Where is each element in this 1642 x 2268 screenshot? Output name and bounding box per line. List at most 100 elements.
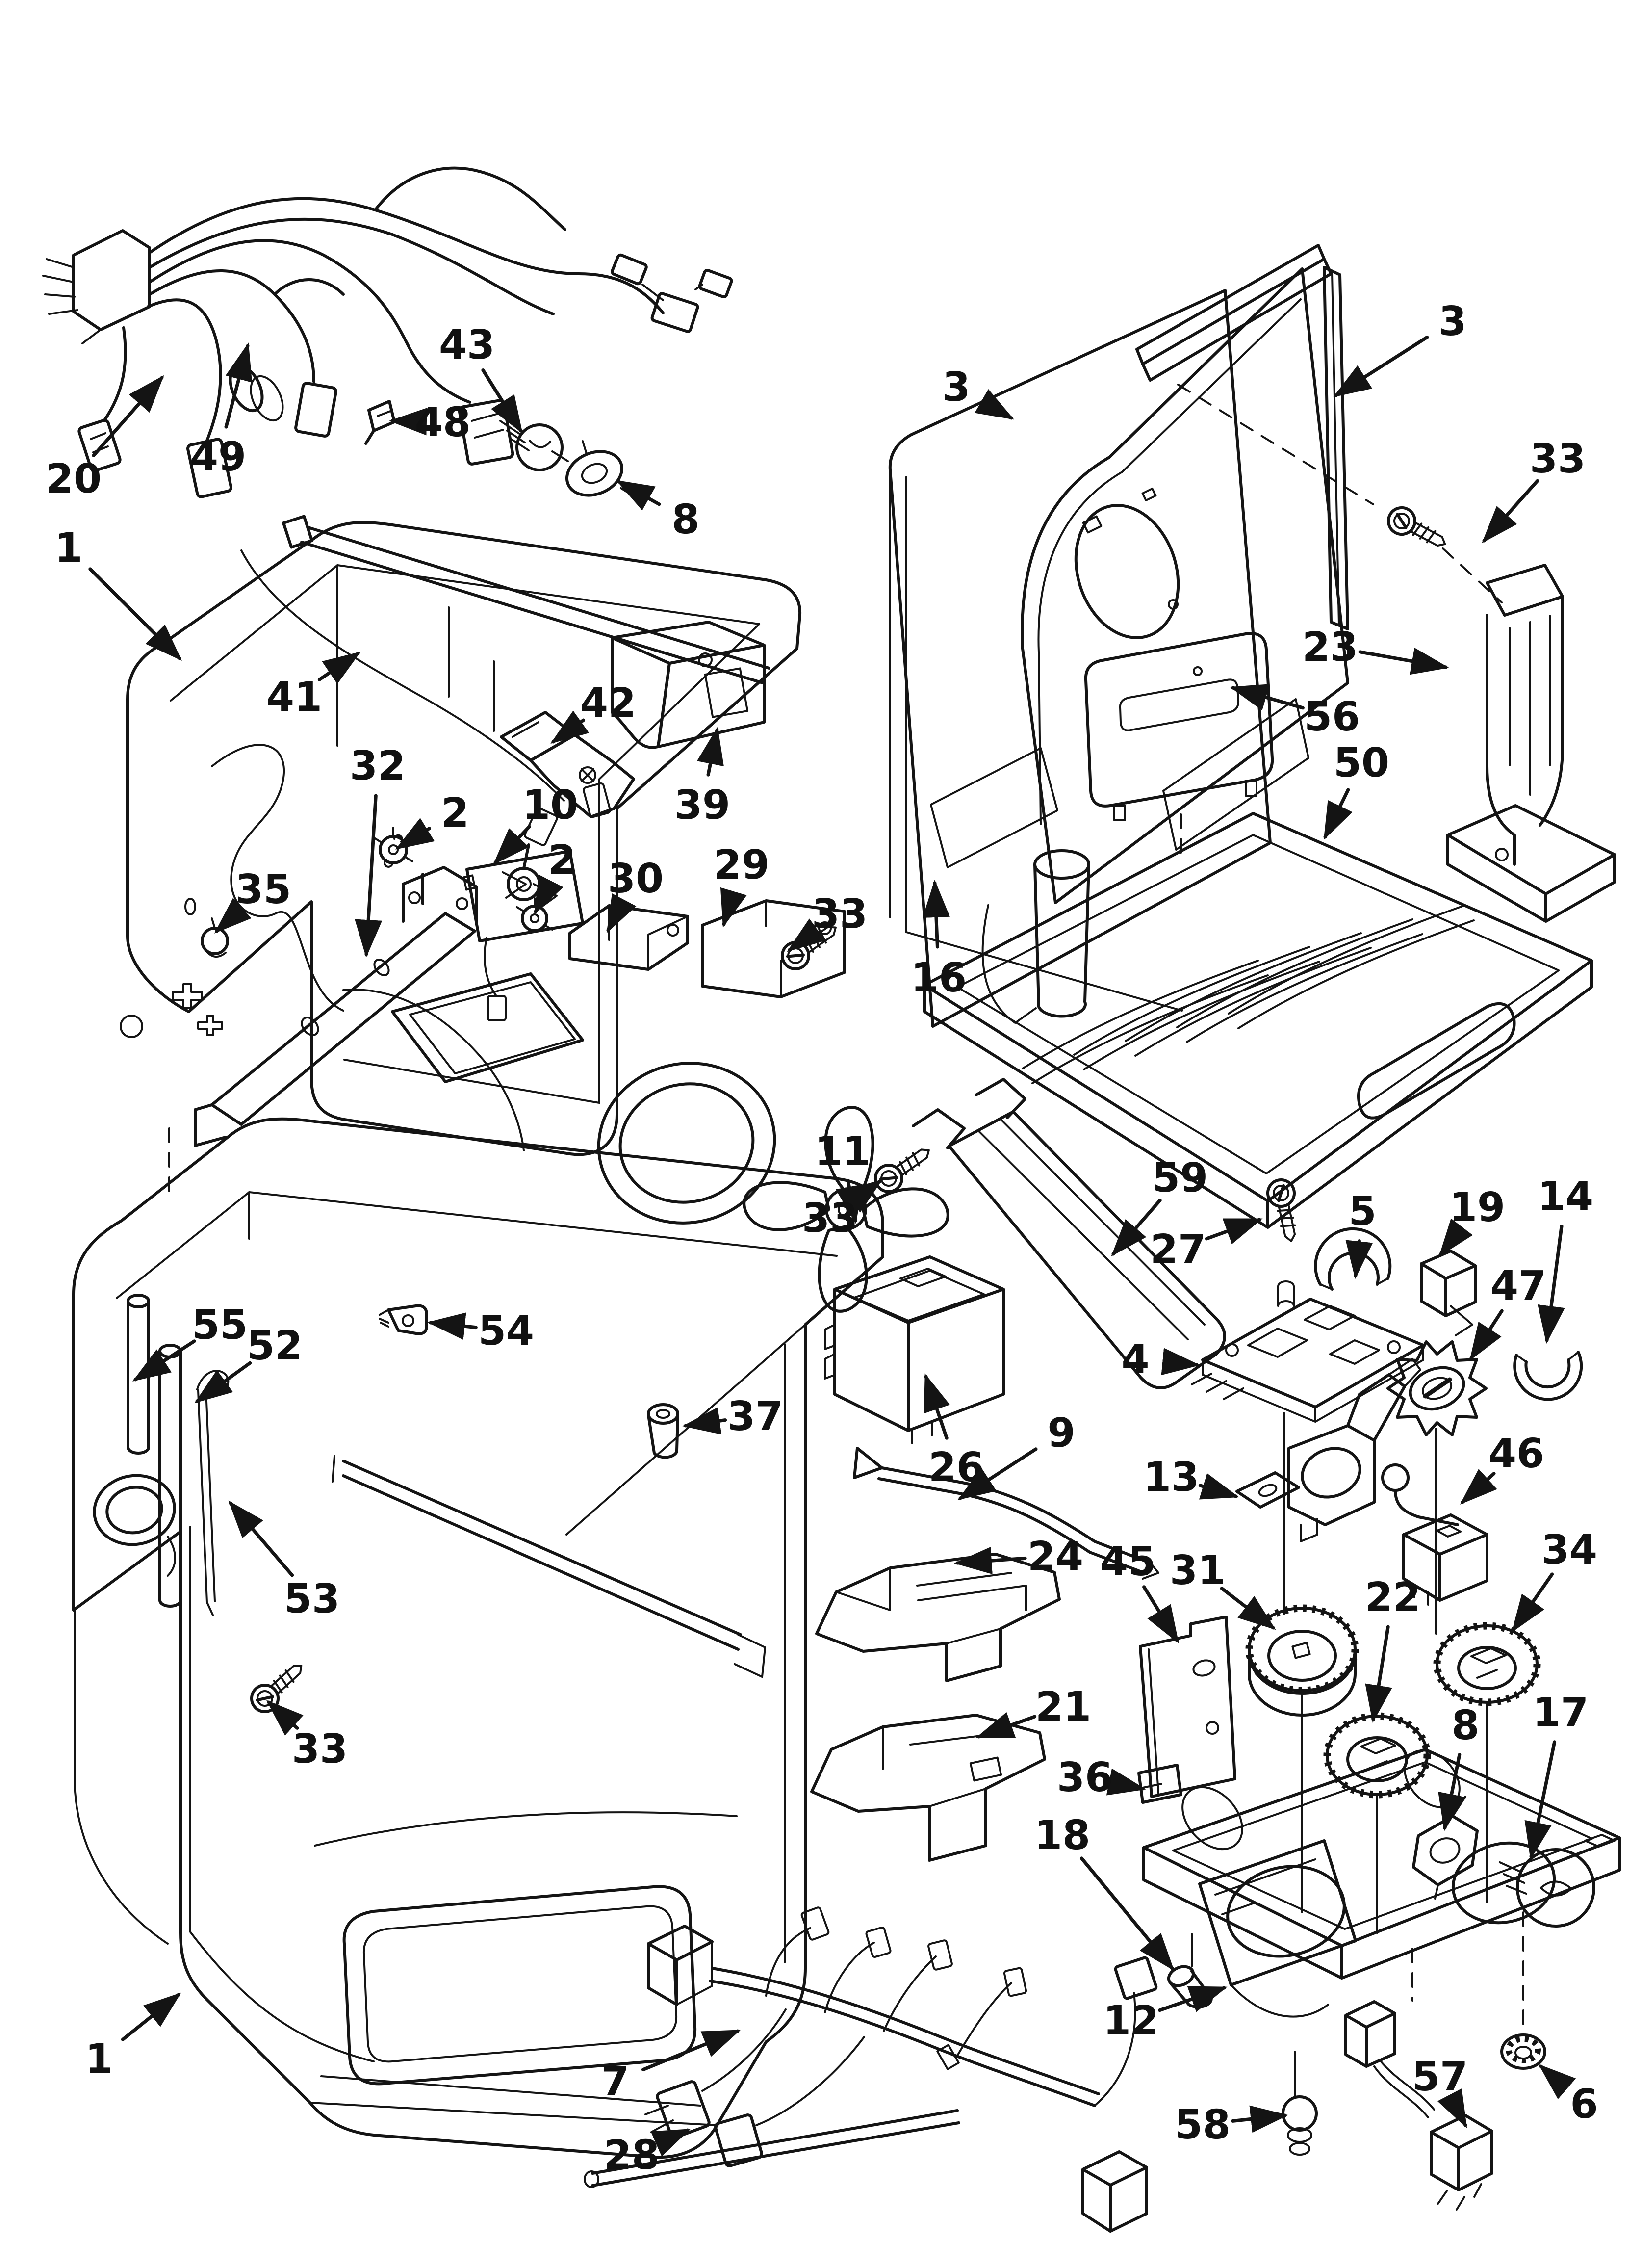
part-number-label: 3 bbox=[942, 364, 970, 411]
callout-21: 21 bbox=[975, 1684, 1091, 1739]
clip-54 bbox=[379, 1304, 428, 1335]
leader-arrow bbox=[1538, 2064, 1576, 2099]
callout-57: 57 bbox=[1412, 2054, 1468, 2129]
part-number-label: 10 bbox=[522, 782, 578, 829]
part-number-label: 48 bbox=[415, 399, 471, 446]
leader-arrow bbox=[214, 898, 252, 934]
leader-arrow bbox=[395, 818, 435, 850]
part-number-label: 58 bbox=[1175, 2102, 1231, 2148]
callout-46: 46 bbox=[1460, 1431, 1544, 1505]
callout-24: 24 bbox=[954, 1534, 1083, 1580]
callout-2: 2 bbox=[534, 837, 576, 915]
callout-33: 33 bbox=[787, 891, 868, 952]
callout-54: 54 bbox=[427, 1308, 534, 1355]
callout-5: 5 bbox=[1345, 1188, 1377, 1279]
callout-50: 50 bbox=[1323, 740, 1389, 840]
callout-29: 29 bbox=[714, 842, 770, 928]
callout-42: 42 bbox=[550, 680, 636, 744]
callout-59: 59 bbox=[1111, 1155, 1208, 1257]
part-number-label: 33 bbox=[812, 891, 868, 938]
screw-33d bbox=[246, 1656, 310, 1717]
wire-harness-bottom bbox=[644, 1906, 1158, 2233]
callout-49: 49 bbox=[190, 342, 253, 480]
callout-10: 10 bbox=[493, 782, 578, 865]
callout-1: 1 bbox=[85, 1992, 181, 2083]
callout-35: 35 bbox=[214, 866, 291, 934]
callout-12: 12 bbox=[1103, 1986, 1228, 2044]
leader-arrow bbox=[481, 368, 523, 434]
leader-arrow bbox=[1220, 1587, 1276, 1630]
callout-32: 32 bbox=[350, 743, 406, 958]
leader-arrow bbox=[1198, 1473, 1239, 1500]
evap-panel-16 bbox=[888, 289, 1272, 1028]
part-number-label: 14 bbox=[1538, 1173, 1593, 1220]
trim-strip-right-3 bbox=[1323, 266, 1349, 630]
freezer-liner bbox=[120, 521, 801, 1198]
damper-control-23 bbox=[1446, 564, 1616, 923]
part-number-label: 8 bbox=[1451, 1702, 1479, 1749]
switch-46 bbox=[1381, 1463, 1488, 1606]
callout-8: 8 bbox=[616, 480, 700, 543]
part-number-label: 59 bbox=[1152, 1155, 1208, 1201]
callout-47: 47 bbox=[1469, 1263, 1546, 1361]
fan-blade-11 bbox=[743, 1106, 949, 1313]
callout-33: 33 bbox=[1482, 436, 1586, 544]
leader-arrow bbox=[922, 880, 950, 949]
leader-arrow bbox=[228, 1500, 294, 1577]
light-bulb-43 bbox=[499, 420, 564, 471]
part-number-label: 13 bbox=[1143, 1454, 1199, 1501]
leader-arrow bbox=[1460, 1469, 1497, 1505]
leader-arrow bbox=[121, 1992, 181, 2041]
locknut-6 bbox=[1500, 2033, 1546, 2070]
part-number-label: 23 bbox=[1302, 624, 1358, 671]
part-number-label: 54 bbox=[478, 1308, 534, 1355]
trim-tube-bottom bbox=[584, 2109, 960, 2188]
leader-arrow bbox=[682, 1407, 727, 1434]
callout-39: 39 bbox=[674, 727, 730, 829]
bracket-30 bbox=[568, 904, 689, 971]
insulation-pad-36 bbox=[1137, 1764, 1182, 1804]
part-number-label: 29 bbox=[714, 842, 770, 888]
part-number-label: 33 bbox=[1530, 436, 1586, 482]
leader-arrow bbox=[650, 2128, 691, 2157]
leader-arrow bbox=[1358, 648, 1449, 675]
callout-9: 9 bbox=[957, 1410, 1076, 1500]
part-number-label: 12 bbox=[1103, 1998, 1159, 2044]
callout-36: 36 bbox=[1057, 1754, 1146, 1801]
callout-48: 48 bbox=[389, 399, 471, 446]
leader-arrow bbox=[266, 1700, 304, 1736]
leader-arrow bbox=[720, 887, 747, 928]
part-number-label: 33 bbox=[802, 1195, 858, 1242]
part-number-label: 2 bbox=[441, 790, 469, 836]
callout-55: 55 bbox=[132, 1302, 248, 1382]
callout-30: 30 bbox=[606, 856, 664, 934]
callout-14: 14 bbox=[1538, 1173, 1593, 1344]
leader-arrow bbox=[355, 794, 383, 958]
part-number-label: 4 bbox=[1121, 1336, 1149, 1383]
leader-arrow bbox=[1230, 684, 1305, 711]
part-number-label: 42 bbox=[580, 680, 636, 727]
part-number-label: 2 bbox=[548, 837, 576, 884]
connector-19 bbox=[1420, 1250, 1477, 1336]
part-number-label: 11 bbox=[815, 1128, 871, 1175]
leader-arrow bbox=[1323, 788, 1353, 840]
part-number-label: 32 bbox=[350, 743, 406, 789]
callout-37: 37 bbox=[682, 1393, 783, 1440]
callout-8: 8 bbox=[1438, 1702, 1480, 1831]
leader-arrow bbox=[1365, 1625, 1392, 1723]
fridge-liner bbox=[72, 1117, 884, 2159]
leader-arrow bbox=[1142, 1585, 1179, 1643]
leader-arrow bbox=[1158, 1986, 1228, 2012]
part-number-label: 1 bbox=[54, 525, 82, 572]
callout-43: 43 bbox=[439, 322, 523, 434]
part-number-label: 41 bbox=[266, 674, 322, 721]
leader-arrow bbox=[1512, 1572, 1554, 1633]
callout-56: 56 bbox=[1230, 684, 1360, 740]
leader-arrow bbox=[924, 1373, 950, 1440]
part-number-label: 47 bbox=[1490, 1263, 1546, 1309]
leader-arrow bbox=[1469, 1309, 1504, 1361]
lamp-socket-8 bbox=[551, 440, 638, 499]
air-duct-24 bbox=[815, 1553, 1061, 1682]
leader-arrow bbox=[132, 1339, 196, 1382]
